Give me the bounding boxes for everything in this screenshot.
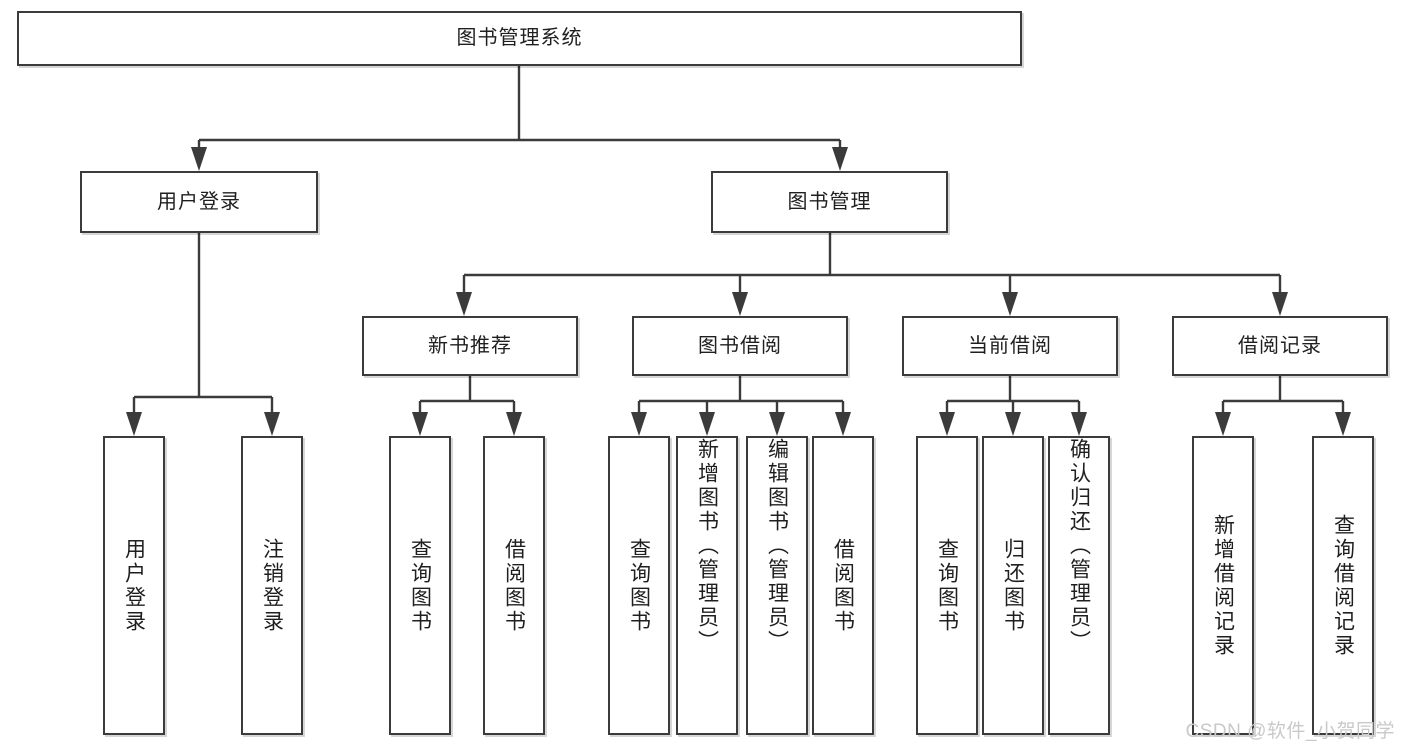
node-current-borrow-label: 当前借阅 bbox=[968, 334, 1052, 357]
node-leaf-query-book-1-label: 查询图书 bbox=[408, 537, 432, 634]
node-leaf-add-book-label: 新增图书（管理员） bbox=[695, 438, 719, 654]
node-leaf-query-record[interactable]: 查询借阅记录 bbox=[1312, 436, 1374, 735]
node-new-book-recommend[interactable]: 新书推荐 bbox=[362, 316, 578, 376]
node-leaf-query-record-label: 查询借阅记录 bbox=[1331, 513, 1355, 658]
node-root[interactable]: 图书管理系统 bbox=[17, 11, 1022, 66]
node-root-label: 图书管理系统 bbox=[456, 27, 583, 49]
node-leaf-logout-login[interactable]: 注销登录 bbox=[241, 436, 303, 735]
node-book-borrow-label: 图书借阅 bbox=[698, 334, 782, 357]
node-book-manage[interactable]: 图书管理 bbox=[711, 171, 948, 233]
node-leaf-query-book-3[interactable]: 查询图书 bbox=[916, 436, 978, 735]
node-borrow-record[interactable]: 借阅记录 bbox=[1172, 316, 1388, 376]
node-leaf-add-record-label: 新增借阅记录 bbox=[1211, 513, 1235, 658]
node-leaf-confirm-return-label: 确认归还（管理员） bbox=[1067, 438, 1091, 654]
node-leaf-confirm-return[interactable]: 确认归还（管理员） bbox=[1048, 436, 1110, 735]
node-leaf-borrow-book-1-label: 借阅图书 bbox=[502, 537, 526, 634]
node-leaf-logout-login-label: 注销登录 bbox=[260, 537, 284, 634]
node-new-book-recommend-label: 新书推荐 bbox=[428, 334, 512, 357]
connector-bookborrow-to-leaves bbox=[631, 376, 851, 436]
connector-currentborrow-to-leaves bbox=[939, 376, 1087, 436]
connector-userlogin-to-leaves bbox=[126, 233, 280, 436]
node-leaf-return-book-label: 归还图书 bbox=[1001, 537, 1025, 634]
connector-bookmanage-to-level3 bbox=[456, 233, 1288, 316]
node-leaf-edit-book-label: 编辑图书（管理员） bbox=[765, 438, 789, 654]
node-leaf-query-book-3-label: 查询图书 bbox=[935, 537, 959, 634]
node-user-login-label: 用户登录 bbox=[157, 190, 241, 213]
node-leaf-query-book-2-label: 查询图书 bbox=[627, 537, 651, 634]
node-current-borrow[interactable]: 当前借阅 bbox=[902, 316, 1118, 376]
node-leaf-edit-book[interactable]: 编辑图书（管理员） bbox=[746, 436, 808, 735]
node-leaf-user-login-label: 用户登录 bbox=[122, 537, 146, 634]
node-leaf-borrow-book-1[interactable]: 借阅图书 bbox=[483, 436, 545, 735]
node-leaf-user-login[interactable]: 用户登录 bbox=[103, 436, 165, 735]
node-leaf-query-book-2[interactable]: 查询图书 bbox=[608, 436, 670, 735]
node-user-login[interactable]: 用户登录 bbox=[80, 171, 318, 233]
node-leaf-add-book[interactable]: 新增图书（管理员） bbox=[676, 436, 738, 735]
watermark-text: CSDN @软件_小贺同学 bbox=[1185, 721, 1395, 742]
connector-newbook-to-leaves bbox=[412, 376, 522, 436]
node-leaf-borrow-book-2-label: 借阅图书 bbox=[831, 537, 855, 634]
node-leaf-borrow-book-2[interactable]: 借阅图书 bbox=[812, 436, 874, 735]
node-leaf-return-book[interactable]: 归还图书 bbox=[982, 436, 1044, 735]
node-leaf-add-record[interactable]: 新增借阅记录 bbox=[1192, 436, 1254, 735]
connector-borrowrecord-to-leaves bbox=[1215, 376, 1351, 436]
node-book-manage-label: 图书管理 bbox=[787, 190, 872, 213]
connector-root-to-level2 bbox=[191, 66, 848, 171]
node-leaf-query-book-1[interactable]: 查询图书 bbox=[389, 436, 451, 735]
node-book-borrow[interactable]: 图书借阅 bbox=[632, 316, 848, 376]
node-borrow-record-label: 借阅记录 bbox=[1238, 334, 1322, 357]
